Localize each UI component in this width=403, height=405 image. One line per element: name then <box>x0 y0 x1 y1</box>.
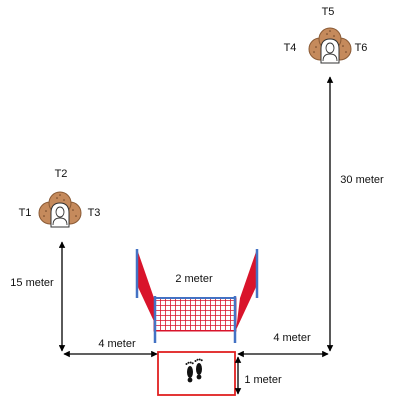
dimension-arrows <box>58 76 334 395</box>
label-right-horizontal: 4 meter <box>273 332 311 344</box>
net-center <box>153 297 237 332</box>
target-cluster-right: T5 T4 T6 <box>284 6 368 64</box>
label-right-vertical: 30 meter <box>340 174 384 186</box>
target-label-t3: T3 <box>88 207 101 219</box>
net-left-wing <box>137 249 158 330</box>
target-cluster-left: T2 T1 T3 <box>19 168 101 228</box>
footprints-icon <box>185 358 203 383</box>
player-box <box>157 351 236 396</box>
target-cluster-icon <box>38 191 82 228</box>
label-left-horizontal: 4 meter <box>98 338 136 350</box>
net-structure: 2 meter <box>135 249 259 343</box>
target-label-t2: T2 <box>55 168 68 180</box>
target-label-t1: T1 <box>19 207 32 219</box>
target-label-t4: T4 <box>284 42 297 54</box>
target-label-t5: T5 <box>322 6 335 18</box>
net-right-wing <box>236 249 257 330</box>
target-cluster-icon <box>308 27 352 64</box>
label-left-vertical: 15 meter <box>10 277 54 289</box>
net-width-label: 2 meter <box>175 273 213 285</box>
label-box-height: 1 meter <box>244 374 282 386</box>
target-label-t6: T6 <box>355 42 368 54</box>
player-box-frame <box>157 351 236 396</box>
